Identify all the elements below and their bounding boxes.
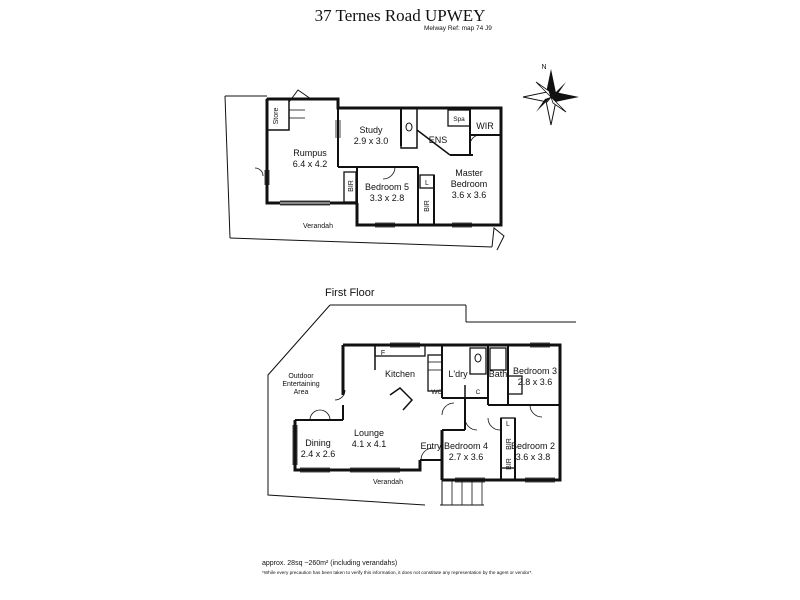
dining-label: Dining bbox=[305, 438, 331, 448]
first-floor-label: First Floor bbox=[325, 287, 375, 299]
spa-label: Spa bbox=[453, 116, 465, 123]
upper-verandah-label: Verandah bbox=[303, 223, 333, 230]
bedroom-4-label: Bedroom 4 bbox=[444, 441, 488, 451]
wall-oven-label: WO bbox=[431, 389, 442, 396]
outdoor-label-3: Area bbox=[294, 389, 309, 396]
bir-label-a: BIR bbox=[348, 180, 355, 192]
upper-floor-plan bbox=[224, 89, 505, 251]
study-label: Study bbox=[359, 125, 383, 135]
bath-label: Bath bbox=[489, 369, 508, 379]
entry-label: Entry bbox=[420, 441, 442, 451]
rumpus-label: Rumpus bbox=[293, 148, 327, 158]
first-floor-verandah-label: Verandah bbox=[373, 479, 403, 486]
fridge-label: F bbox=[381, 350, 385, 357]
north-label: N bbox=[541, 64, 546, 71]
linen-label: L bbox=[425, 180, 429, 187]
linen-label-first: L bbox=[506, 421, 510, 428]
outdoor-label-2: Entertaining bbox=[282, 381, 319, 388]
study-size: 2.9 x 3.0 bbox=[354, 136, 389, 146]
lounge-label: Lounge bbox=[354, 428, 384, 438]
bedroom-5-size: 3.3 x 2.8 bbox=[370, 193, 405, 203]
rumpus-size: 6.4 x 4.2 bbox=[293, 159, 328, 169]
cupboard-label: C bbox=[476, 389, 481, 396]
compass-rose-icon bbox=[522, 69, 579, 126]
lounge-size: 4.1 x 4.1 bbox=[352, 439, 387, 449]
wir-label: WIR bbox=[476, 121, 494, 131]
bedroom-2-label: Bedroom 2 bbox=[511, 441, 555, 451]
disclaimer: *While every precaution has been taken t… bbox=[262, 570, 533, 575]
bedroom-3-size: 2.8 x 3.6 bbox=[518, 377, 553, 387]
bedroom-2-size: 3.6 x 3.8 bbox=[516, 452, 551, 462]
store-label: Store bbox=[273, 108, 280, 125]
bedroom-3-label: Bedroom 3 bbox=[513, 366, 557, 376]
page-title: 37 Ternes Road UPWEY bbox=[314, 6, 486, 25]
bir-label-first-b: BIR bbox=[506, 458, 513, 470]
melway-reference: Melway Ref: map 74 J9 bbox=[424, 25, 492, 32]
bedroom-4-size: 2.7 x 3.6 bbox=[449, 452, 484, 462]
area-summary: approx. 28sq ~260m² (including verandahs… bbox=[262, 560, 398, 567]
bir-label-b: BIR bbox=[424, 200, 431, 212]
outdoor-label-1: Outdoor bbox=[288, 373, 314, 380]
master-bedroom-label-2: Bedroom bbox=[451, 179, 488, 189]
master-bedroom-label: Master bbox=[455, 168, 483, 178]
first-floor-plan bbox=[267, 304, 576, 506]
ensuite-label: ENS bbox=[429, 135, 448, 145]
bedroom-5-label: Bedroom 5 bbox=[365, 182, 409, 192]
kitchen-label: Kitchen bbox=[385, 369, 415, 379]
master-bedroom-size: 3.6 x 3.6 bbox=[452, 190, 487, 200]
dining-size: 2.4 x 2.6 bbox=[301, 449, 336, 459]
laundry-label: L'dry bbox=[448, 369, 468, 379]
bir-label-first-a: BIR bbox=[506, 438, 513, 450]
